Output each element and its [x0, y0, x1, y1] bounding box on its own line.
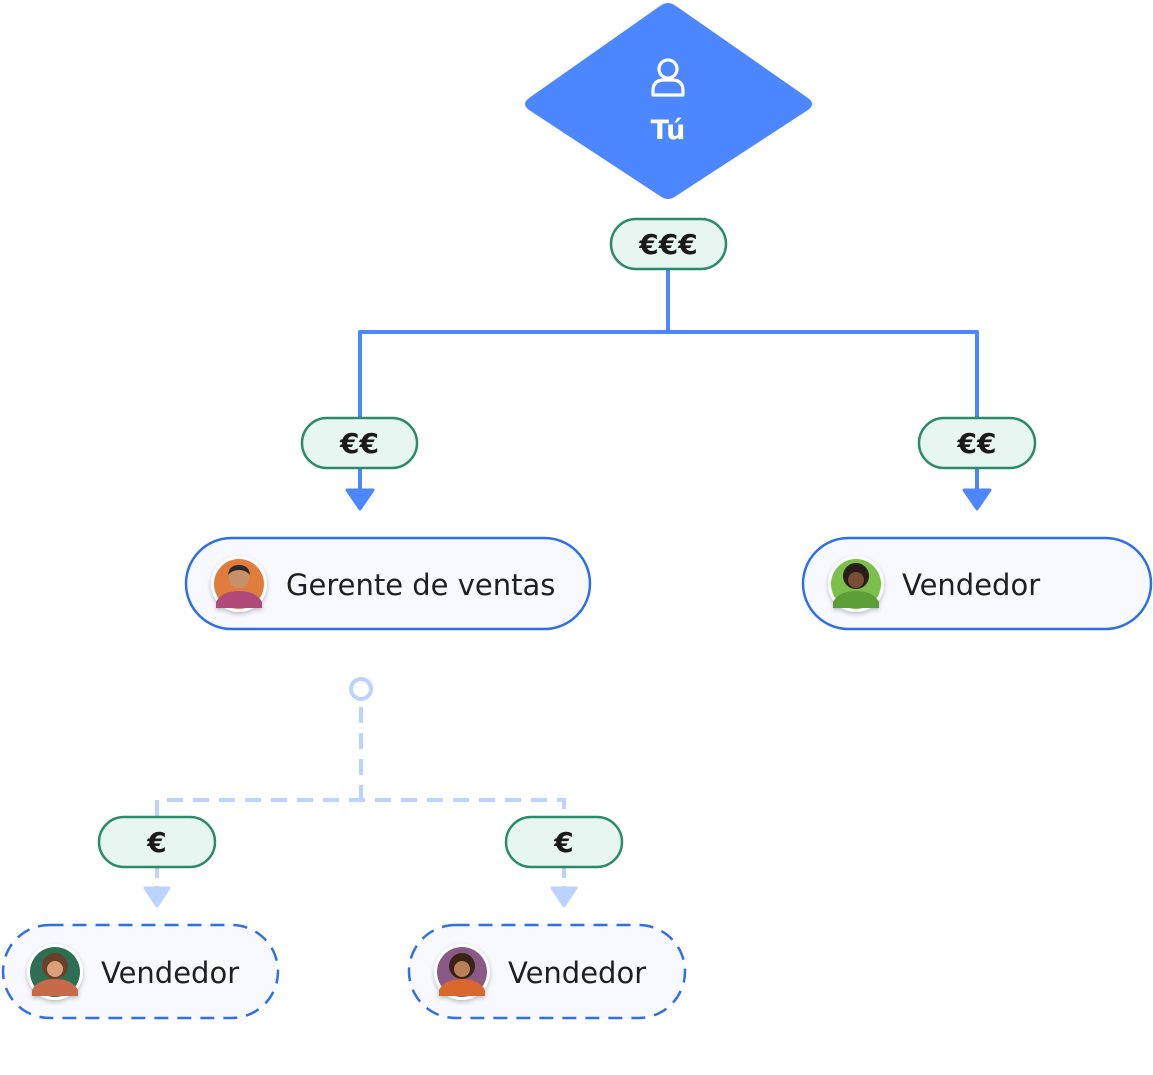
- arrow-down-icon: [143, 886, 171, 908]
- root-label: Tú: [651, 115, 686, 146]
- badge-label: €€€: [638, 228, 697, 261]
- arrow-down-icon: [345, 488, 375, 511]
- badge-label: €€: [957, 427, 997, 460]
- node-vendedor-right[interactable]: Vendedor: [801, 536, 1153, 631]
- user-icon: [651, 58, 685, 97]
- badge-label: €€: [339, 427, 379, 460]
- root-diamond: [525, 3, 812, 199]
- node-vendedor-left[interactable]: Vendedor: [1, 923, 280, 1020]
- commission-badge-vendedor-left: €: [97, 815, 217, 869]
- avatar: [434, 944, 490, 1000]
- badge-label: €: [553, 826, 573, 859]
- commission-badge-vendedor-mid: €: [504, 815, 624, 869]
- node-vendedor-mid[interactable]: Vendedor: [407, 923, 687, 1020]
- arrow-down-icon: [550, 886, 578, 908]
- avatar: [211, 556, 267, 612]
- connectors-dashed: [143, 677, 578, 908]
- node-label: Vendedor: [508, 956, 646, 990]
- commission-badge-gerente: €€: [300, 416, 419, 470]
- node-label: Vendedor: [101, 956, 239, 990]
- node-label: Vendedor: [902, 568, 1040, 602]
- node-gerente-de-ventas[interactable]: Gerente de ventas: [184, 536, 592, 631]
- commission-badge-root: €€€: [609, 217, 728, 271]
- commission-badge-vendedor-right: €€: [917, 416, 1037, 470]
- connector-root-to-branches: [358, 268, 979, 471]
- avatar: [27, 944, 83, 1000]
- connector-gerente-to-vendedores: [155, 707, 566, 816]
- avatar: [828, 556, 884, 612]
- connectors-solid: [345, 268, 992, 511]
- connector-origin-icon: [349, 677, 373, 701]
- badge-label: €: [146, 826, 166, 859]
- node-label: Gerente de ventas: [286, 568, 555, 602]
- arrow-down-icon: [962, 488, 992, 511]
- root-node[interactable]: Tú: [525, 3, 812, 199]
